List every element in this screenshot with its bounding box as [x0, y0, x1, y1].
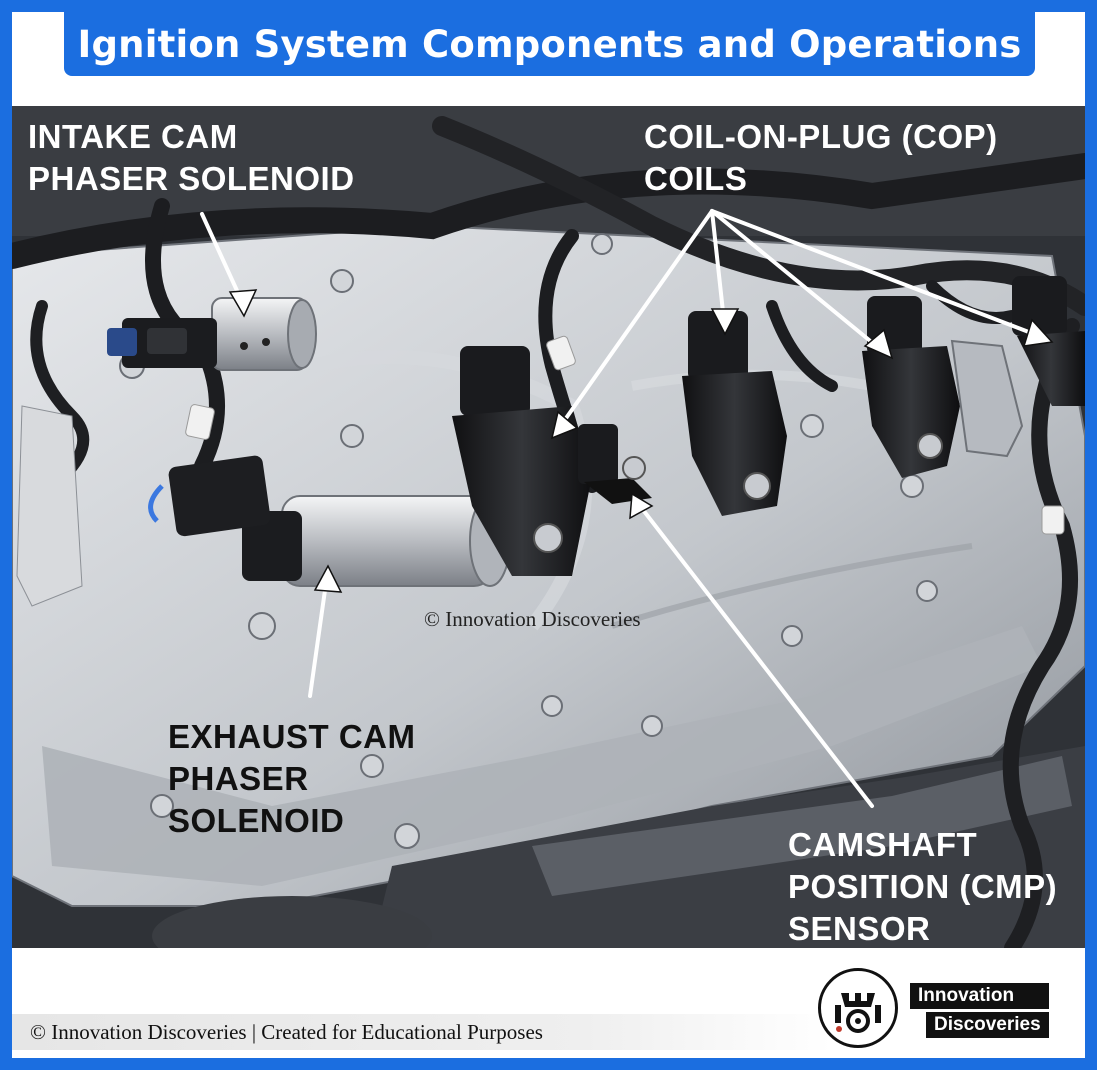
page-title: Ignition System Components and Operation… [77, 22, 1022, 66]
label-camshaft-position-sensor: CAMSHAFT POSITION (CMP) SENSOR [788, 826, 1058, 947]
title-bar: Ignition System Components and Operation… [64, 12, 1035, 76]
label-intake-cam-phaser-solenoid: INTAKE CAM PHASER SOLENOID [28, 118, 355, 197]
label-exhaust-cam-phaser-solenoid: EXHAUST CAM PHASER SOLENOID [168, 718, 416, 839]
footer-credit: © Innovation Discoveries | Created for E… [30, 1020, 543, 1044]
brand-wordmark: Innovation Discoveries [910, 983, 1049, 1038]
engine-drawing [12, 106, 1085, 948]
watermark: © Innovation Discoveries [424, 607, 641, 631]
engine-illustration [12, 106, 1085, 948]
logo-icon [818, 968, 898, 1048]
label-coil-on-plug-coils: COIL-ON-PLUG (COP) COILS [644, 118, 998, 197]
footer-strip [12, 1014, 832, 1050]
